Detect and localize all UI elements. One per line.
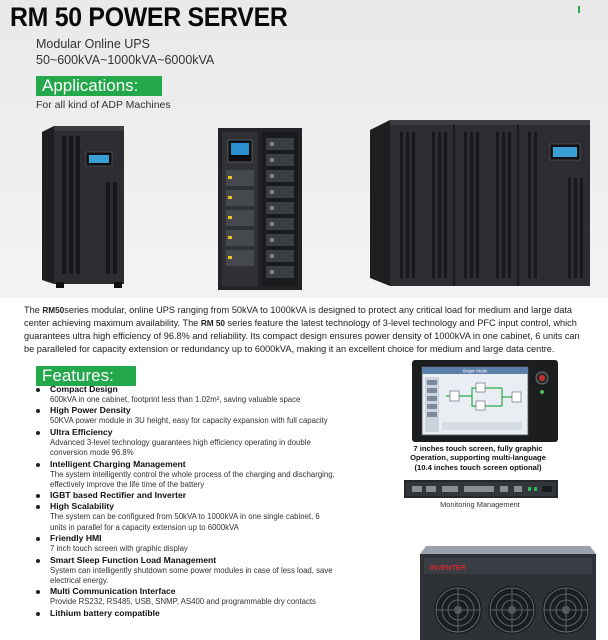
bullet-icon xyxy=(36,537,40,542)
features-heading: Features: xyxy=(36,366,136,386)
feature-desc: Advanced 3-level technology guarantees h… xyxy=(50,437,311,458)
feature-item-ultra-efficiency: Ultra Efficiency Advanced 3-level techno… xyxy=(36,427,338,459)
intro-brand-2: RM 50 xyxy=(200,319,225,329)
feature-desc: 50KVA power module in 3U height, easy fo… xyxy=(50,416,328,426)
feature-desc: System can intelligently shutdown some p… xyxy=(50,565,333,586)
feature-title: Friendly HMI xyxy=(50,533,102,544)
feature-title: High Power Density xyxy=(50,405,131,416)
feature-title: Intelligent Charging Management xyxy=(50,458,186,469)
ups-cabinet-small-image xyxy=(42,126,124,288)
feature-title: Lithium battery compatible xyxy=(50,607,160,618)
intro-text-middle: series modular, online UPS ranging from … xyxy=(24,305,573,329)
bullet-icon xyxy=(36,494,40,499)
ups-cabinet-open-image xyxy=(218,128,302,290)
feature-desc: The system intelligently control the who… xyxy=(50,469,335,490)
bullet-icon xyxy=(36,409,40,414)
bullet-icon xyxy=(36,388,40,392)
feature-title: High Scalability xyxy=(50,501,114,512)
feature-desc: 600kVA in one cabinet, footprint less th… xyxy=(50,395,301,404)
feature-desc: The system can be configured from 50kVA … xyxy=(50,512,320,532)
subtitle-capacity-range: 50~600kVA~1000kVA~6000kVA xyxy=(36,53,215,67)
bullet-icon xyxy=(36,558,40,563)
feature-desc: Provide RS232, RS485, USB, SNMP, AS400 a… xyxy=(50,597,316,607)
feature-item-communication: Multi Communication Interface Provide RS… xyxy=(36,586,338,607)
feature-item-smart-sleep: Smart Sleep Function Load Management Sys… xyxy=(36,555,338,587)
hmi-caption-line-1: 7 inches touch screen, fully graphic xyxy=(413,444,543,453)
feature-item-power-density: High Power Density 50KVA power module in… xyxy=(36,405,338,426)
hmi-caption-line-3: (10.4 inches touch screen optional) xyxy=(414,462,542,472)
bullet-icon xyxy=(36,430,40,435)
ups-cabinet-large-image xyxy=(370,120,590,286)
intro-text-end: series feature the latest technology of … xyxy=(24,318,580,354)
bullet-icon xyxy=(36,462,40,467)
applications-heading: Applications: xyxy=(36,76,162,96)
bullet-icon xyxy=(36,590,40,595)
subtitle-product-type: Modular Online UPS xyxy=(36,37,150,51)
intro-text-start: The xyxy=(24,305,43,315)
module-logo: INVENTER xyxy=(430,565,465,572)
power-module-image: INVENTER xyxy=(420,546,596,640)
bullet-icon xyxy=(36,505,40,510)
feature-title: Multi Communication Interface xyxy=(50,586,176,597)
corner-mark xyxy=(578,6,580,13)
feature-title: IGBT based Rectifier and Inverter xyxy=(50,490,187,501)
feature-title: Smart Sleep Function Load Management xyxy=(50,554,217,565)
features-list: Compact Design 600kVA in one cabinet, fo… xyxy=(36,384,338,619)
hmi-touchscreen-image: Single Mode xyxy=(412,360,558,442)
feature-item-charging-management: Intelligent Charging Management The syst… xyxy=(36,459,338,491)
monitoring-unit-image xyxy=(404,480,558,498)
feature-item-scalability: High Scalability The system can be confi… xyxy=(36,501,338,533)
page-title: RM 50 POWER SERVER xyxy=(10,2,288,32)
hmi-screen-title: Single Mode xyxy=(462,369,488,374)
feature-item-lithium: Lithium battery compatible xyxy=(36,608,338,619)
applications-text: For all kind of ADP Machines xyxy=(36,99,171,111)
feature-desc: 7 inch touch screen with graphic display xyxy=(50,544,188,554)
monitoring-caption: Monitoring Management xyxy=(440,500,520,509)
hmi-caption: 7 inches touch screen, fully graphic Ope… xyxy=(398,444,558,472)
feature-item-friendly-hmi: Friendly HMI 7 inch touch screen with gr… xyxy=(36,533,338,554)
feature-title: Ultra Efficiency xyxy=(50,426,113,437)
hmi-caption-line-2: Operation, supporting multi-language xyxy=(410,453,546,463)
feature-item-compact-design: Compact Design 600kVA in one cabinet, fo… xyxy=(36,384,338,405)
feature-item-igbt: IGBT based Rectifier and Inverter xyxy=(36,490,338,501)
intro-brand-1: RM50 xyxy=(42,306,65,315)
intro-paragraph: The RM50series modular, online UPS rangi… xyxy=(24,304,592,355)
bullet-icon xyxy=(36,611,40,616)
feature-title: Compact Design xyxy=(50,384,118,394)
